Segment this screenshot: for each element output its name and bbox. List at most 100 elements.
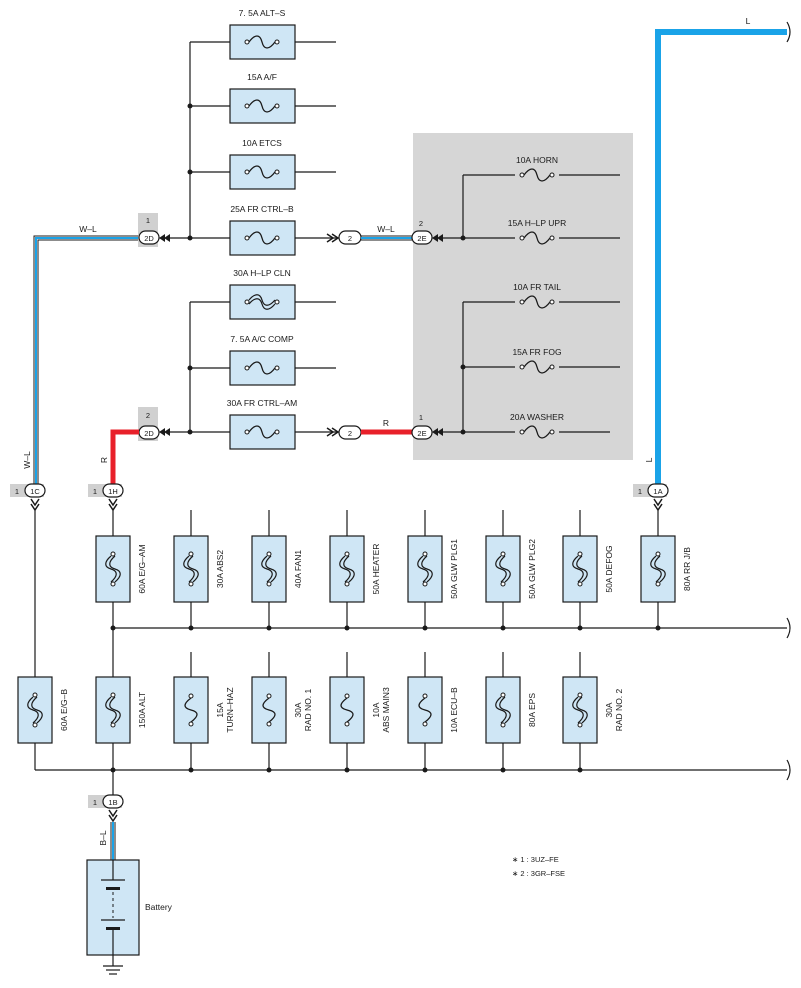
relay-block-panel [413,133,633,460]
svg-text:1: 1 [638,487,642,496]
svg-text:2E: 2E [417,429,426,438]
fuse-label: RAD NO. 2 [614,688,624,731]
fuse-label: 30A ABS2 [215,550,225,589]
wire-bl-battery: B–L [98,822,116,860]
svg-text:1C: 1C [30,487,40,496]
fuse-h-lp-upr: 15A H–LP UPR [508,218,566,245]
fuse-label: 80A RR J/B [682,547,692,591]
fuse-label: 10A HORN [516,155,558,165]
wire-wl-left [33,235,138,484]
fuse-label: 10A [371,702,381,717]
fuse-fan1: 40A FAN1 [251,535,303,603]
connector-2d-bottom: 2 2D [138,407,170,441]
fuse-label: 7. 5A A/C COMP [230,334,294,344]
connector-2e-top: 2 2E [411,219,443,245]
wire-color-label: W–L [79,224,97,234]
splice-top: 2 [326,230,362,245]
fuse-ac-comp: 7. 5A A/C COMP [229,334,296,386]
top-fuse-wiring [170,41,338,433]
panel-junction-dots [460,235,466,435]
fuse-horn: 10A HORN [516,155,558,182]
fuse-label: 10A ETCS [242,138,282,148]
svg-text:1A: 1A [653,487,662,496]
connector-1h: 1 1H [88,483,124,512]
fuse-rr-jb: 80A RR J/B [640,535,692,603]
fuse-alt-s: 7. 5A ALT–S [229,8,296,60]
fuse-fr-fog: 15A FR FOG [512,347,562,374]
wire-color-label: R [99,457,109,463]
fuse-rad-no1: 30A RAD NO. 1 [251,676,313,744]
connector-1b: 1 1B [88,794,124,823]
fuse-label: 15A H–LP UPR [508,218,566,228]
svg-text:B–L: B–L [98,830,108,845]
junction-dots-top [187,103,193,435]
svg-text:2D: 2D [144,234,154,243]
fuse-label: RAD NO. 1 [303,688,313,731]
fuse-label: 20A WASHER [510,412,564,422]
fuse-glw-plg1: 50A GLW PLG1 [407,535,459,603]
fuse-eps: 80A EPS [485,676,537,744]
fuse-label: 25A FR CTRL–B [230,204,294,214]
fuse-h-lp-cln: 30A H–LP CLN [229,268,296,320]
fuse-rad-no2: 30A RAD NO. 2 [562,676,624,744]
svg-text:2: 2 [419,219,423,228]
fuse-abs2: 30A ABS2 [173,535,225,603]
fuse-label: 15A [215,702,225,717]
wire-color-label: W–L [22,451,32,469]
svg-text:1H: 1H [108,487,118,496]
svg-text:2: 2 [348,234,352,243]
fuse-label: 7. 5A ALT–S [239,8,286,18]
splice-bottom: 2 [326,425,362,440]
fuse-heater: 50A HEATER [329,535,381,603]
fuse-etcs: 10A ETCS [229,138,296,190]
note-line: ∗ 1 : 3UZ–FE [512,855,559,864]
fuse-label: ABS MAIN3 [381,687,391,733]
svg-text:1: 1 [93,798,97,807]
fuse-label: 40A FAN1 [293,550,303,589]
fuse-label: TURN–HAZ [225,687,235,732]
fuse-label: 30A H–LP CLN [233,268,291,278]
connector-2e-bottom: 1 2E [411,413,443,440]
battery-label: Battery [145,902,173,912]
fuse-eg-am: 60A E/G–AM [95,535,147,603]
fuse-label: 15A FR FOG [512,347,561,357]
fuse-label: 80A EPS [527,693,537,727]
svg-text:R: R [383,418,389,428]
svg-text:1: 1 [146,216,150,225]
fuse-turn-haz: 15A TURN–HAZ [173,676,235,744]
svg-text:1: 1 [419,413,423,422]
wire-r-left [110,429,139,484]
svg-text:1: 1 [93,487,97,496]
lower-junction-dots [110,625,661,773]
fuse-glw-plg2: 50A GLW PLG2 [485,535,537,603]
fuse-label: 10A ECU–B [449,687,459,733]
fuse-label: 50A HEATER [371,544,381,595]
svg-text:1: 1 [15,487,19,496]
wire-color-label: L [746,16,751,26]
wire-color-label: L [644,457,654,462]
svg-text:W–L: W–L [377,224,395,234]
connector-2d-top: 1 2D [138,213,170,247]
fuse-label: 10A FR TAIL [513,282,561,292]
ground-icon [103,955,123,975]
battery: Battery [86,859,173,956]
connector-1a: 1 1A [633,483,669,512]
svg-text:2: 2 [348,429,352,438]
wire-l-top [655,21,791,484]
fuse-fr-tail: 10A FR TAIL [513,282,561,309]
fuse-label: 50A GLW PLG1 [449,539,459,599]
note-line: ∗ 2 : 3GR–FSE [512,869,565,878]
fuse-abs-main3: 10A ABS MAIN3 [329,676,391,744]
fuse-label: 50A GLW PLG2 [527,539,537,599]
fuse-label: 30A FR CTRL–AM [227,398,297,408]
fuse-label: 60A E/G–AM [137,544,147,593]
fuse-fr-ctrl-am: 30A FR CTRL–AM [227,398,297,450]
wire-r-mid: R [361,418,412,435]
fuse-washer: 20A WASHER [510,412,564,439]
svg-text:1B: 1B [108,798,117,807]
lower-bus-wiring [34,510,791,795]
fuse-label: 150A ALT [137,692,147,728]
fuse-eg-b: 60A E/G–B [17,676,69,744]
fuse-label: 60A E/G–B [59,689,69,731]
